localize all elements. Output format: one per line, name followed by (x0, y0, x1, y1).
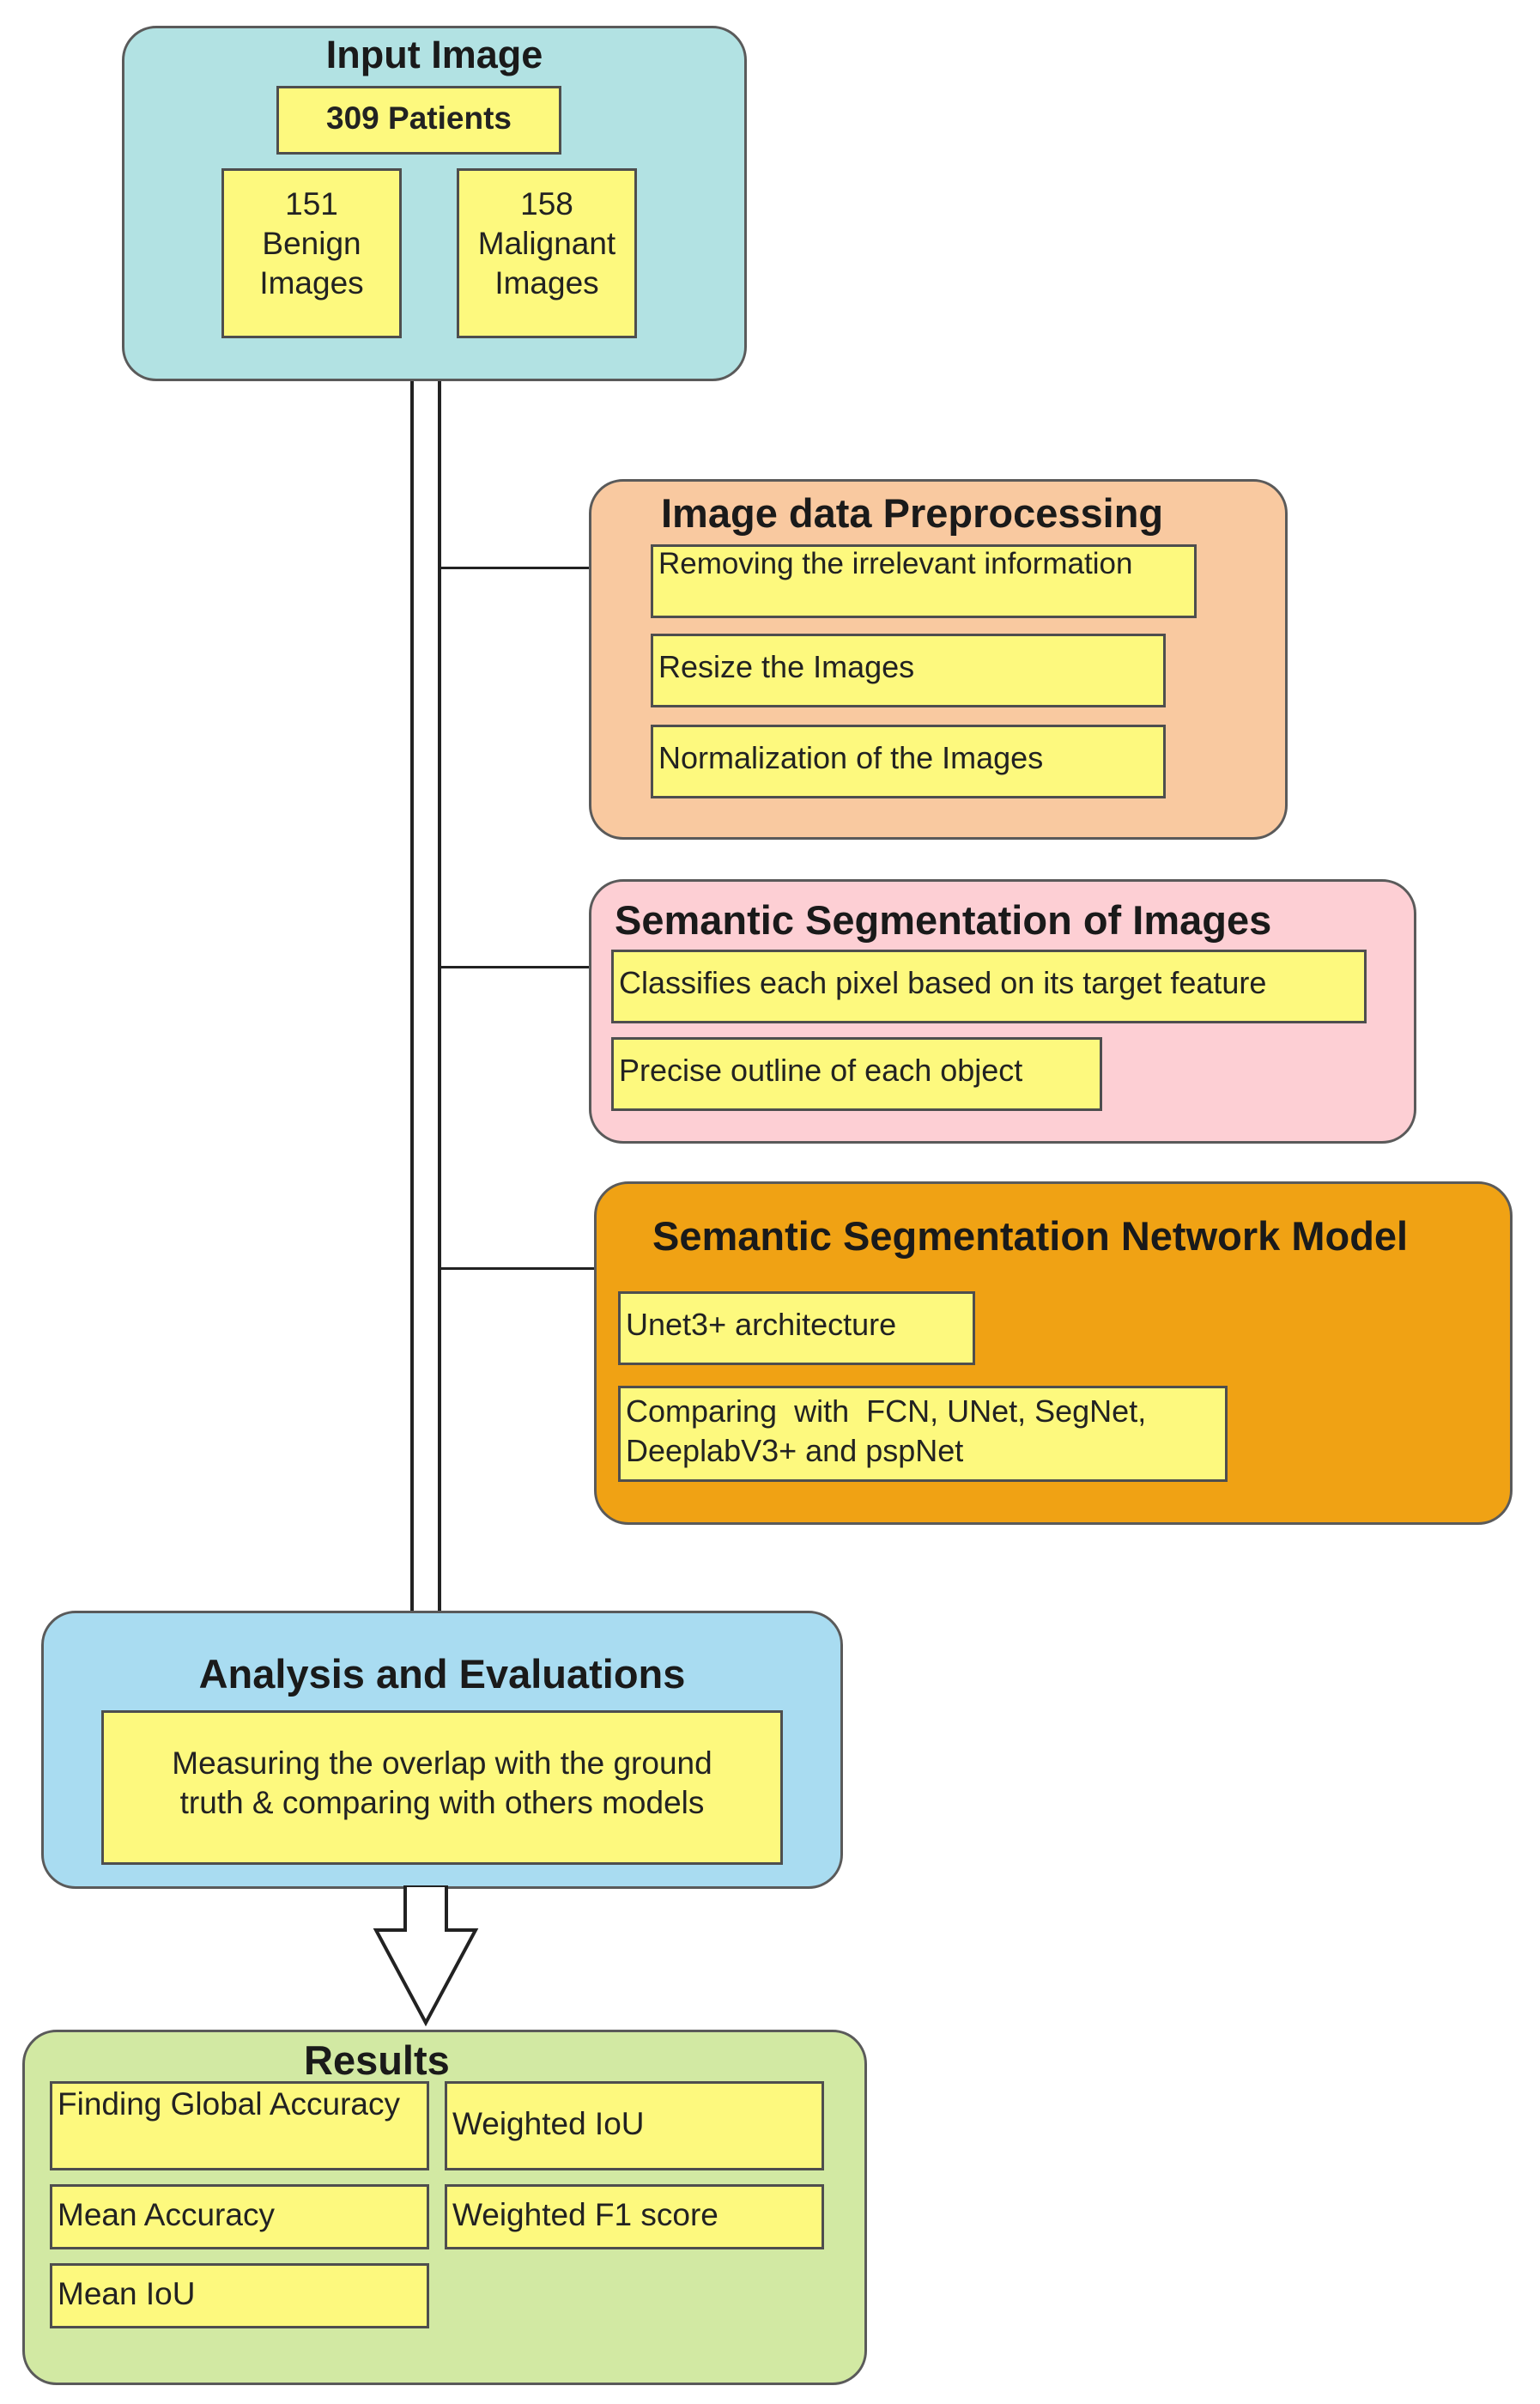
preprocessing-title: Image data Preprocessing (661, 490, 1164, 536)
network-model-step-1: Unet3+ architecture (618, 1291, 975, 1365)
segmentation-title: Semantic Segmentation of Images (615, 897, 1272, 943)
segmentation-step-2: Precise outline of each object (611, 1037, 1102, 1111)
results-title: Results (304, 2037, 450, 2083)
result-weighted-iou: Weighted IoU (445, 2081, 824, 2170)
input-image-panel (122, 26, 747, 381)
preprocessing-step-1: Removing the irrelevant information (651, 544, 1197, 618)
connector-network (441, 1267, 596, 1270)
result-weighted-f1: Weighted F1 score (445, 2184, 824, 2249)
patients-count: 309 Patients (276, 86, 561, 155)
segmentation-step-1: Classifies each pixel based on its targe… (611, 950, 1367, 1023)
network-model-step-2: Comparing with FCN, UNet, SegNet, Deepla… (618, 1386, 1228, 1482)
down-arrow (373, 1885, 479, 2027)
analysis-title: Analysis and Evaluations (198, 1651, 686, 1697)
connector-preprocessing (441, 567, 591, 569)
malignant-images: 158 Malignant Images (457, 168, 637, 338)
result-global-accuracy: Finding Global Accuracy (50, 2081, 429, 2170)
input-image-title: Input Image (325, 33, 543, 76)
result-mean-accuracy: Mean Accuracy (50, 2184, 429, 2249)
flow-shaft (410, 378, 441, 1614)
preprocessing-step-3: Normalization of the Images (651, 725, 1166, 798)
preprocessing-step-2: Resize the Images (651, 634, 1166, 707)
result-mean-iou: Mean IoU (50, 2263, 429, 2328)
connector-segmentation (441, 966, 591, 968)
benign-images: 151 Benign Images (221, 168, 402, 338)
analysis-description: Measuring the overlap with the ground tr… (101, 1710, 783, 1865)
network-model-title: Semantic Segmentation Network Model (652, 1213, 1409, 1259)
